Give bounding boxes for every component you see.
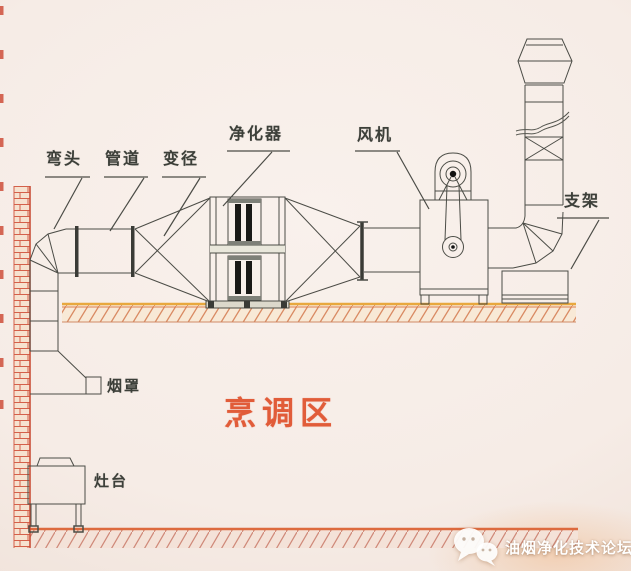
label-purifier: 净化器 (229, 126, 284, 143)
chat-bubbles-icon (454, 528, 498, 566)
reducer-contraction (284, 197, 420, 303)
scan-edge-marks (0, 6, 4, 409)
label-support: 支架 (564, 193, 601, 210)
label-stove: 灶台 (94, 473, 129, 490)
cooking-area-label: 烹调区 (224, 395, 339, 431)
floor-slab (28, 527, 578, 548)
ceiling-slab (62, 302, 576, 323)
stack-cap (517, 38, 573, 84)
elbow-and-wall-duct (29, 228, 133, 351)
reducer-expansion (134, 197, 211, 303)
label-reducer: 变径 (163, 151, 200, 168)
label-fan: 风机 (357, 127, 394, 144)
kitchen-wall (13, 186, 31, 548)
label-hood: 烟罩 (107, 378, 142, 395)
horizontal-duct (75, 226, 135, 277)
label-duct: 管道 (105, 151, 142, 168)
watermark-text: 油烟净化技术论坛 (505, 539, 631, 557)
label-elbow: 弯头 (46, 151, 83, 168)
label-leaders (45, 150, 609, 270)
fan-unit (419, 152, 489, 305)
support-pedestal (501, 270, 569, 304)
exhaust-hood (30, 350, 102, 395)
purifier-unit (205, 196, 290, 309)
stove (27, 457, 86, 533)
discharge-elbow (488, 205, 564, 269)
exhaust-stack (515, 84, 570, 206)
watermark: 油烟净化技术论坛 (450, 525, 631, 569)
